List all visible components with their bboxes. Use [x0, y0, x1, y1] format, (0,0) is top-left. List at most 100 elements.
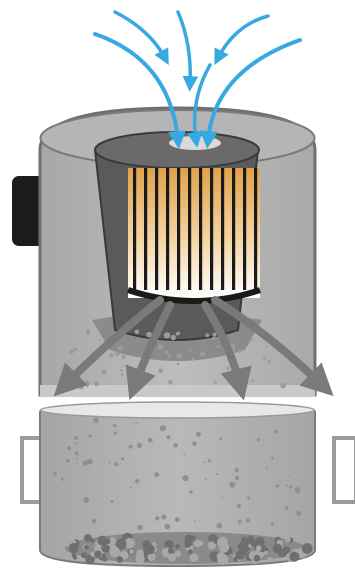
dust-particle — [188, 549, 193, 554]
dust-particle — [111, 500, 114, 503]
dust-particle — [130, 487, 132, 489]
dust-particle — [115, 351, 120, 356]
dust-particle — [257, 438, 260, 441]
dust-particle — [110, 537, 115, 542]
dust-particle — [273, 544, 283, 554]
dust-particle — [194, 520, 196, 522]
dust-particle — [204, 461, 206, 463]
filter-pleat — [199, 168, 202, 290]
dust-particle — [238, 349, 242, 353]
dust-particle — [148, 438, 153, 443]
dust-particle — [127, 373, 133, 379]
dust-particle — [122, 355, 126, 359]
dust-particle — [87, 333, 90, 336]
dust-particle — [175, 544, 180, 549]
dust-particle — [213, 333, 217, 337]
dust-particle — [166, 435, 170, 439]
dust-particle — [267, 557, 272, 562]
dust-particle — [109, 353, 113, 357]
dust-particle — [84, 534, 92, 542]
dust-particle — [75, 452, 79, 456]
filter-pleat — [188, 168, 191, 290]
filter-pleat — [243, 168, 246, 290]
dust-particle — [164, 332, 170, 338]
dust-particle — [263, 357, 266, 360]
dust-particle — [214, 381, 217, 384]
dust-particle — [196, 432, 201, 437]
dust-particle — [296, 511, 301, 516]
dust-particle — [252, 339, 254, 341]
dust-particle — [61, 478, 64, 481]
dust-particle — [114, 462, 118, 466]
dust-particle — [75, 442, 77, 444]
dust-particle — [86, 384, 89, 387]
dust-particle — [221, 497, 223, 499]
dust-particle — [205, 479, 207, 481]
dust-particle — [67, 446, 71, 450]
dust-particle — [135, 479, 139, 483]
dust-particle — [92, 519, 97, 524]
dust-particle — [276, 484, 279, 487]
dust-particle — [109, 462, 111, 464]
dust-particle — [250, 539, 258, 547]
dust-particle — [205, 333, 209, 337]
dust-particle — [168, 380, 173, 385]
filter-pleat — [166, 168, 169, 290]
dust-particle — [104, 538, 110, 544]
dust-particle — [155, 516, 159, 520]
dust-particle — [66, 459, 70, 463]
dust-particle — [217, 537, 228, 548]
dust-particle — [229, 482, 235, 488]
dust-particle — [137, 443, 142, 448]
dust-particle — [135, 330, 140, 335]
dust-particle — [165, 350, 169, 354]
pleated-filter — [128, 168, 260, 301]
dust-particle — [164, 524, 170, 530]
dust-particle — [237, 504, 241, 508]
dust-particle — [252, 379, 255, 382]
dust-particle — [161, 515, 166, 520]
dust-particle — [177, 362, 180, 365]
dust-particle — [266, 345, 268, 347]
dust-particle — [286, 484, 288, 486]
dust-particle — [168, 355, 171, 358]
dust-particle — [208, 459, 211, 462]
dust-particle — [121, 457, 124, 460]
dust-particle — [216, 345, 219, 348]
dust-particle — [78, 383, 84, 389]
dust-particle — [264, 551, 268, 555]
dust-particle — [55, 487, 57, 489]
dust-particle — [93, 418, 99, 424]
dust-particle — [190, 553, 199, 562]
dust-particle — [69, 349, 74, 354]
bin-latch-right[interactable] — [334, 438, 355, 502]
dust-particle — [235, 468, 239, 472]
dust-particle — [271, 457, 274, 460]
dust-particle — [114, 432, 117, 435]
dust-particle — [217, 552, 225, 560]
dust-particle — [117, 556, 124, 563]
dust-particle — [189, 490, 192, 493]
filter-pleat — [232, 168, 235, 290]
dust-particle — [176, 332, 180, 336]
dust-particle — [171, 335, 176, 340]
dust-particle — [280, 383, 286, 389]
dust-particle — [192, 442, 196, 446]
dust-particle — [87, 459, 93, 465]
dust-particle — [121, 373, 124, 376]
dust-particle — [226, 367, 229, 370]
dust-particle — [254, 555, 261, 562]
filter-pleat — [133, 168, 136, 290]
dust-particle — [192, 358, 195, 361]
bin-rim — [41, 402, 315, 418]
dust-particle — [101, 544, 110, 553]
dust-particle — [144, 544, 154, 554]
dust-particle — [84, 545, 89, 550]
dust-particle — [182, 475, 188, 481]
filter-pleat — [155, 168, 158, 290]
dust-particle — [297, 491, 299, 493]
dust-particle — [73, 555, 77, 559]
dust-particle — [236, 550, 245, 559]
dust-particle — [94, 551, 101, 558]
dust-particle — [198, 540, 204, 546]
